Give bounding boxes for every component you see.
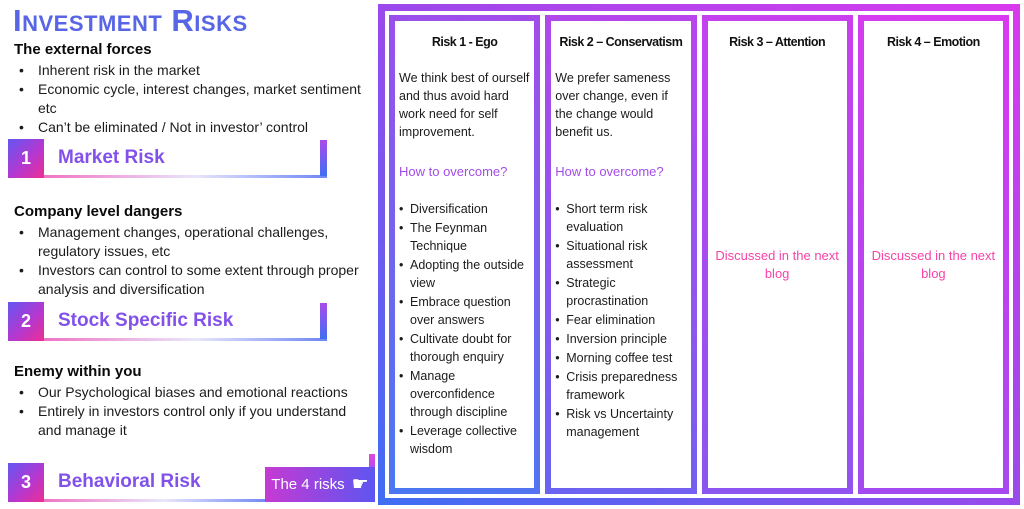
bullet-item: Economic cycle, interest changes, market… xyxy=(14,80,366,118)
risk-banner-label: Stock Specific Risk xyxy=(58,310,234,331)
banner-market-risk: 1 Market Risk xyxy=(8,139,330,178)
bullet-item: Cultivate doubt for thorough enquiry xyxy=(399,330,530,366)
pointing-right-hand-icon: ☛ xyxy=(351,473,369,495)
risk-banner-label: Market Risk xyxy=(58,147,165,168)
bullet-item: Leverage collective wisdom xyxy=(399,422,530,458)
bullet-list: Our Psychological biases and emotional r… xyxy=(14,383,366,440)
bullet-item: Our Psychological biases and emotional r… xyxy=(14,383,366,402)
bullet-item: Inherent risk in the market xyxy=(14,61,366,80)
bullet-list: Management changes, operational challeng… xyxy=(14,223,366,299)
risk-banner-label: Behavioral Risk xyxy=(58,471,201,492)
risk-number-badge: 2 xyxy=(8,302,44,341)
section-heading: The external forces xyxy=(14,41,152,58)
risk-column-header: Risk 4 – Emotion xyxy=(887,35,980,49)
the-4-risks-badge: The 4 risks ☛ xyxy=(265,467,375,502)
bullet-item: Short term risk evaluation xyxy=(555,200,686,236)
risk-column-attention: Risk 3 – Attention Discussed in the next… xyxy=(701,15,853,494)
risk-column-body: We think best of ourself and thus avoid … xyxy=(399,71,530,139)
section-heading: Company level dangers xyxy=(14,203,183,220)
overcome-bullet-list: DiversificationThe Feynman TechniqueAdop… xyxy=(399,200,530,458)
banner-underline xyxy=(34,338,327,341)
bullet-item: Investors can control to some extent thr… xyxy=(14,261,366,299)
section-enemy-within: Enemy within you Our Psychological biase… xyxy=(14,363,366,440)
bullet-item: The Feynman Technique xyxy=(399,219,530,255)
bullet-item: Strategic procrastination xyxy=(555,274,686,310)
risk-number-badge: 1 xyxy=(8,139,44,178)
risk-column-header: Risk 2 – Conservatism xyxy=(559,35,683,49)
section-company-dangers: Company level dangers Management changes… xyxy=(14,203,366,299)
bullet-item: Manage overconfidence through discipline xyxy=(399,367,530,421)
discussed-note: Discussed in the next blog xyxy=(715,248,839,281)
bullet-item: Embrace question over answers xyxy=(399,293,530,329)
banner-underline xyxy=(34,175,327,178)
bullet-list: Inherent risk in the marketEconomic cycl… xyxy=(14,61,366,137)
bullet-item: Risk vs Uncertainty management xyxy=(555,405,686,441)
bullet-item: Can’t be eliminated / Not in investor’ c… xyxy=(14,118,366,137)
bullet-item: Fear elimination xyxy=(555,311,686,329)
risk-column-emotion: Risk 4 – Emotion Discussed in the next b… xyxy=(857,15,1009,494)
risk-number-badge: 3 xyxy=(8,463,44,502)
bullet-item: Adopting the outside view xyxy=(399,256,530,292)
banner-behavioral-risk: 3 Behavioral Risk The 4 risks ☛ xyxy=(8,454,375,502)
banner-underline xyxy=(34,499,270,502)
bullet-item: Crisis preparedness framework xyxy=(555,368,686,404)
risk-column-conservatism: Risk 2 – Conservatism We prefer sameness… xyxy=(545,15,697,494)
banner-right-bar xyxy=(369,454,375,468)
bullet-item: Situational risk assessment xyxy=(555,237,686,273)
risk-column-header: Risk 1 - Ego xyxy=(431,35,498,49)
risk-column-header: Risk 3 – Attention xyxy=(729,35,826,49)
bullet-item: Inversion principle xyxy=(555,330,686,348)
how-to-overcome-label: How to overcome? xyxy=(399,164,508,179)
discussed-note: Discussed in the next blog xyxy=(871,248,996,281)
bullet-item: Morning coffee test xyxy=(555,349,686,367)
page-title: Investment Risks xyxy=(13,3,248,38)
banner-right-bar xyxy=(320,303,327,339)
how-to-overcome-label: How to overcome? xyxy=(555,164,664,179)
banner-right-bar xyxy=(320,140,327,176)
risks-badge-label: The 4 risks xyxy=(271,476,345,493)
bullet-item: Entirely in investors control only if yo… xyxy=(14,402,366,440)
risk-column-body: We prefer sameness over change, even if … xyxy=(555,71,671,139)
risk-panel: Risk 1 - Ego We think best of ourself an… xyxy=(378,4,1020,505)
bullet-item: Management changes, operational challeng… xyxy=(14,223,366,261)
section-heading: Enemy within you xyxy=(14,363,142,380)
banner-stock-specific-risk: 2 Stock Specific Risk xyxy=(8,302,330,341)
section-external-forces: The external forces Inherent risk in the… xyxy=(14,41,366,137)
risk-column-ego: Risk 1 - Ego We think best of ourself an… xyxy=(389,15,541,494)
overcome-bullet-list: Short term risk evaluationSituational ri… xyxy=(555,200,686,441)
bullet-item: Diversification xyxy=(399,200,530,218)
